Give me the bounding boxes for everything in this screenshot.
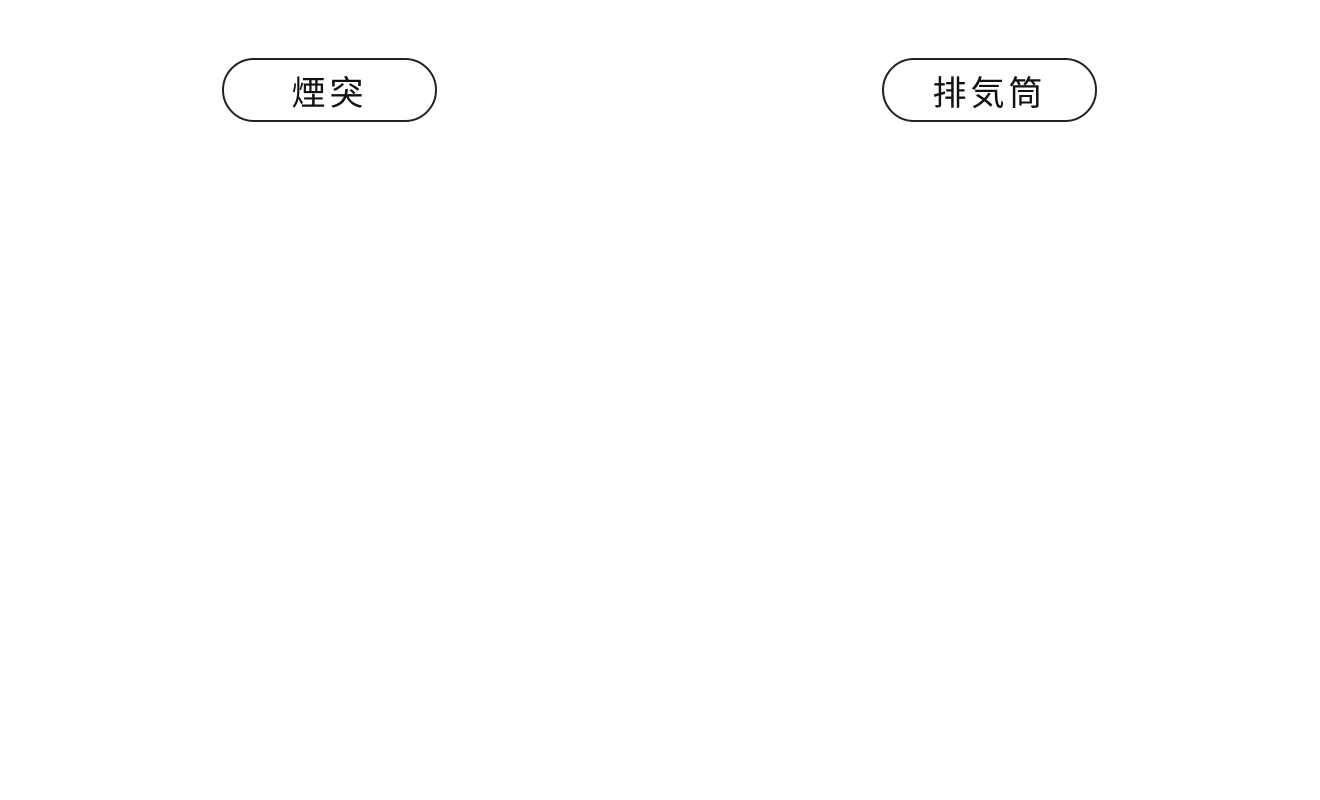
heater-top-vent xyxy=(211,552,263,567)
exhaust-terminal xyxy=(1115,595,1129,615)
chimney-cap xyxy=(498,195,572,235)
horizontal-pipe xyxy=(295,411,505,456)
exhaust-fitting xyxy=(1049,670,1069,690)
elbow-joint-bottom xyxy=(260,462,286,474)
right-panel xyxy=(719,227,1260,725)
wall-sleeve xyxy=(420,397,458,471)
roof-left xyxy=(59,227,496,349)
exhaust-wall-flange-in xyxy=(1081,589,1089,621)
exhaust-elbow-box xyxy=(1058,593,1084,617)
flue-riser xyxy=(263,472,283,554)
chimney-pipe xyxy=(525,227,544,394)
exhaust-pipe-title: 排気筒 xyxy=(882,58,1097,122)
tee-drain xyxy=(524,435,544,445)
left-panel xyxy=(59,122,616,725)
exhaust-terminal-tip xyxy=(1127,597,1141,613)
roof-right xyxy=(719,227,1155,349)
flue-collar xyxy=(261,551,285,567)
post-right xyxy=(1085,347,1111,725)
exhaust-bend xyxy=(1051,645,1079,681)
exhaust-cloud xyxy=(1159,570,1230,621)
pipe-joint-right xyxy=(499,409,523,435)
tee-fitting xyxy=(520,391,548,437)
chimney-bracket xyxy=(480,347,552,357)
elbow-joint-top xyxy=(289,434,301,458)
exhaust-wall-flange-out xyxy=(1107,589,1117,621)
heater-top-plate xyxy=(204,548,288,554)
chimney-title: 煙突 xyxy=(222,58,437,122)
outdoor-heater xyxy=(137,565,297,723)
indoor-heater xyxy=(961,577,1057,723)
pipe-elbow xyxy=(263,435,299,471)
post-left xyxy=(426,347,452,725)
smoke-cloud-right xyxy=(544,122,616,185)
smoke-cloud-left xyxy=(452,127,523,184)
exhaust-down-pipe xyxy=(1063,615,1079,647)
